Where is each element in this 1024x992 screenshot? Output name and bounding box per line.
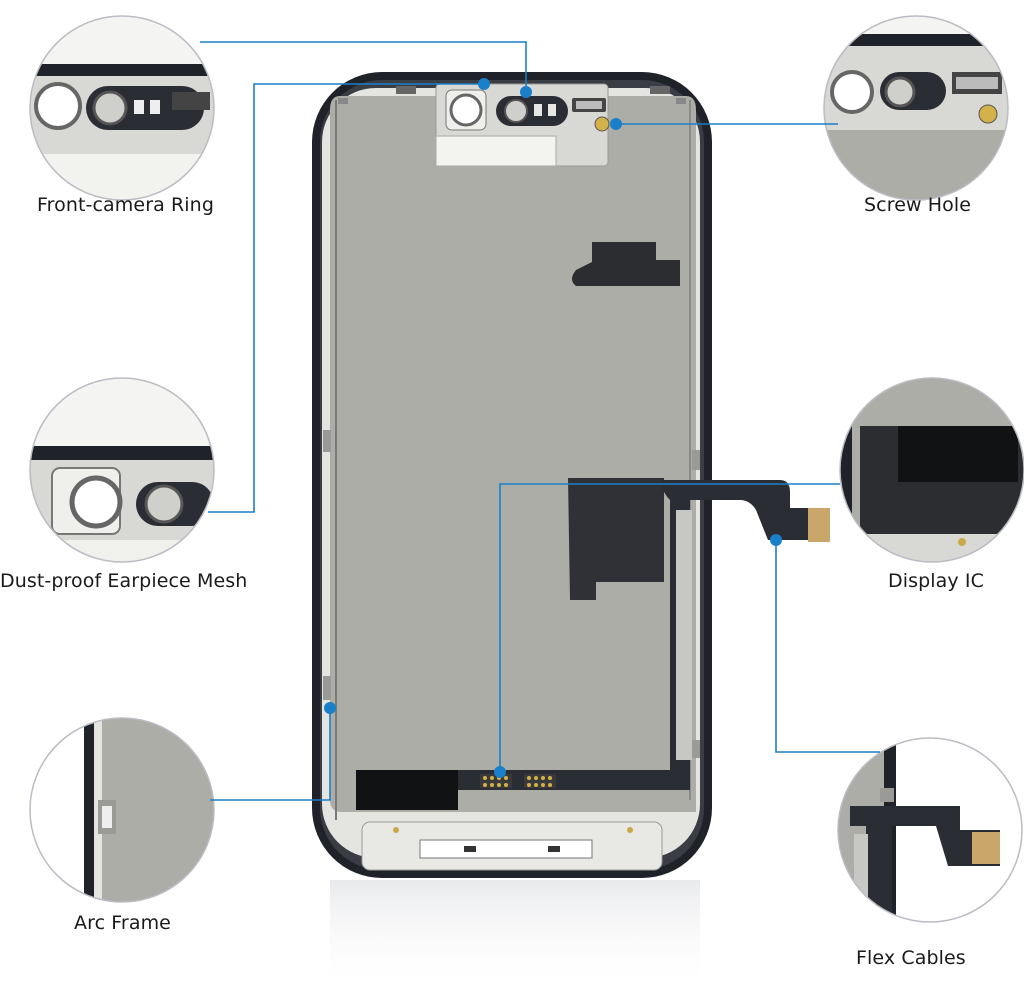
top-bracket <box>435 83 610 167</box>
label-display-ic: Display IC <box>888 570 984 592</box>
leader-front-camera-ring <box>200 41 527 92</box>
inset-earpiece-mesh <box>29 377 215 563</box>
lcd-back-panel <box>330 96 696 812</box>
leader-flex-cables <box>775 540 880 753</box>
phone-reflection <box>330 880 700 992</box>
inset-display-ic <box>839 377 1024 563</box>
leader-display-ic <box>499 483 840 772</box>
label-arc-frame: Arc Frame <box>74 912 171 934</box>
flex-connector <box>808 508 830 542</box>
leader-arc-frame <box>210 708 331 801</box>
label-dust-proof-earpiece-mesh: Dust-proof Earpiece Mesh <box>0 570 248 592</box>
inset-front-camera-ring <box>29 15 215 201</box>
inset-flex-cables <box>837 737 1023 923</box>
label-front-camera-ring: Front-camera Ring <box>37 194 214 216</box>
flex-cable <box>360 480 830 790</box>
front-camera-ring <box>449 93 483 127</box>
leader-dots <box>324 78 782 778</box>
label-screw-hole: Screw Hole <box>864 194 972 216</box>
display-ic-shield <box>568 478 664 600</box>
leader-earpiece-mesh <box>208 83 484 513</box>
inset-screw-hole <box>823 15 1009 201</box>
bottom-pad-left <box>356 770 458 810</box>
contact-pins <box>480 774 556 788</box>
leader-lines <box>200 41 880 801</box>
screen-assembly <box>312 72 830 878</box>
screw-hole <box>594 116 610 132</box>
adhesive-pad <box>572 242 680 286</box>
label-flex-cables: Flex Cables <box>856 947 966 969</box>
bottom-bracket <box>361 821 663 871</box>
inset-arc-frame <box>29 717 215 903</box>
